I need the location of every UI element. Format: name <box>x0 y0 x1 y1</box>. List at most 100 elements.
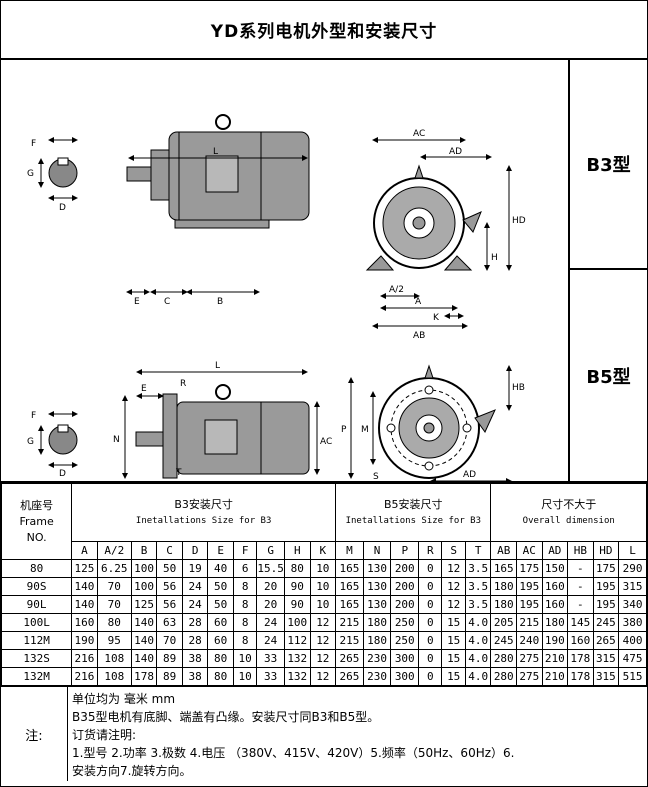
group-overall-sub: Overall dimension <box>522 515 615 526</box>
dim-R-1: R <box>180 379 186 389</box>
table-cell: 200 <box>390 577 420 596</box>
column-header: G <box>256 541 285 560</box>
group-overall: 尺寸不大于 Overall dimension <box>490 483 647 542</box>
table-cell: 210 <box>541 667 569 686</box>
table-cell: 10 <box>309 559 337 578</box>
dim-K-1: K <box>433 313 440 323</box>
table-cell: 300 <box>390 667 420 686</box>
drawing-area: F G D L <box>1 60 570 481</box>
table-cell: 0 <box>418 577 443 596</box>
table-cell: 108 <box>96 649 132 668</box>
table-cell: 195 <box>516 595 543 614</box>
table-cell: 80 <box>207 649 234 668</box>
table-cell: 140 <box>130 631 158 650</box>
table-cell: 33 <box>256 649 285 668</box>
table-cell: 100 <box>130 577 158 596</box>
table-cell: 80 <box>207 667 234 686</box>
frame-header-no: NO. <box>26 530 47 544</box>
column-header: N <box>362 541 392 560</box>
table-cell: 130 <box>362 595 392 614</box>
table-cell: 12 <box>309 631 337 650</box>
table-cell: 12 <box>441 577 466 596</box>
table-cell: 125 <box>130 595 158 614</box>
frame-cell: 132S <box>0 649 73 668</box>
table-cell: 145 <box>567 613 594 632</box>
dim-T-1: T <box>175 468 182 478</box>
note-line: B35型电机有底脚、端盖有凸缘。安装尺寸同B3和B5型。 <box>72 710 380 724</box>
table-cell: 245 <box>592 613 620 632</box>
dim-N-1: N <box>113 435 120 445</box>
table-cell: 80 <box>283 559 311 578</box>
table-cell: 195 <box>592 577 620 596</box>
group-b3: B3安装尺寸 Inetallations Size for B3 <box>71 483 337 542</box>
drawings-section: F G D L <box>1 60 647 483</box>
table-cell: - <box>567 577 594 596</box>
table-cell: - <box>567 595 594 614</box>
group-overall-title: 尺寸不大于 <box>541 497 597 511</box>
dim-AD-2: AD <box>463 470 476 480</box>
dim-D-2: D <box>59 469 66 479</box>
b3-front-view: AC AD HD H A/2 A K AB <box>365 129 526 341</box>
note-line: 订货请注明: <box>72 728 137 742</box>
column-header: A <box>71 541 98 560</box>
notes-label: 注: <box>1 687 68 781</box>
dim-HD-1: HD <box>512 216 526 226</box>
table-cell: 400 <box>618 631 647 650</box>
dim-C-1: C <box>164 297 170 307</box>
table-cell: 165 <box>335 577 364 596</box>
dim-G-2: G <box>27 437 34 447</box>
table-cell: 4.0 <box>464 631 492 650</box>
table-cell: 150 <box>541 559 569 578</box>
column-header: HB <box>567 541 594 560</box>
table-cell: 38 <box>181 667 209 686</box>
dim-AC-2: AC <box>320 437 332 447</box>
table-cell: 56 <box>156 595 183 614</box>
column-header: L <box>618 541 647 560</box>
table-cell: 290 <box>618 559 647 578</box>
table-cell: 60 <box>207 613 234 632</box>
table-cell: 140 <box>130 649 158 668</box>
table-cell: 4.0 <box>464 613 492 632</box>
table-cell: 6 <box>232 559 258 578</box>
frame-cell: 90L <box>0 595 73 614</box>
note-line: 安装方向7.旋转方向。 <box>72 764 192 778</box>
table-cell: 0 <box>418 613 443 632</box>
table-cell: 275 <box>516 649 543 668</box>
table-cell: 3.5 <box>464 595 492 614</box>
table-cell: 250 <box>390 631 420 650</box>
table-cell: 15 <box>441 631 466 650</box>
table-cell: 70 <box>96 577 132 596</box>
table-cell: 195 <box>592 595 620 614</box>
group-b3-sub: Inetallations Size for B3 <box>135 515 272 526</box>
table-cell: 178 <box>567 667 594 686</box>
table-cell: 28 <box>181 631 209 650</box>
table-cell: 190 <box>541 631 569 650</box>
table-cell: 180 <box>490 595 518 614</box>
table-cell: 200 <box>390 595 420 614</box>
table-cell: 3.5 <box>464 559 492 578</box>
column-header: S <box>441 541 466 560</box>
table-cell: 0 <box>418 595 443 614</box>
table-cell: 315 <box>618 577 647 596</box>
table-cell: 215 <box>516 613 543 632</box>
table-cell: 20 <box>256 577 285 596</box>
table-cell: 100 <box>283 613 311 632</box>
table-cell: 63 <box>156 613 183 632</box>
table-cell: 178 <box>130 667 158 686</box>
table-cell: 216 <box>71 649 98 668</box>
dim-E-1: E <box>134 297 140 307</box>
table-cell: 265 <box>335 667 364 686</box>
group-b5: B5安装尺寸 Inetallations Size for B3 <box>335 483 492 542</box>
table-cell: 380 <box>618 613 647 632</box>
table-cell: 112 <box>283 631 311 650</box>
column-header: P <box>390 541 420 560</box>
table-cell: 240 <box>516 631 543 650</box>
type-b5-label: B5型 <box>586 366 631 388</box>
table-cell: 280 <box>490 667 518 686</box>
dim-L-1: L <box>213 147 218 157</box>
table-cell: 3.5 <box>464 577 492 596</box>
